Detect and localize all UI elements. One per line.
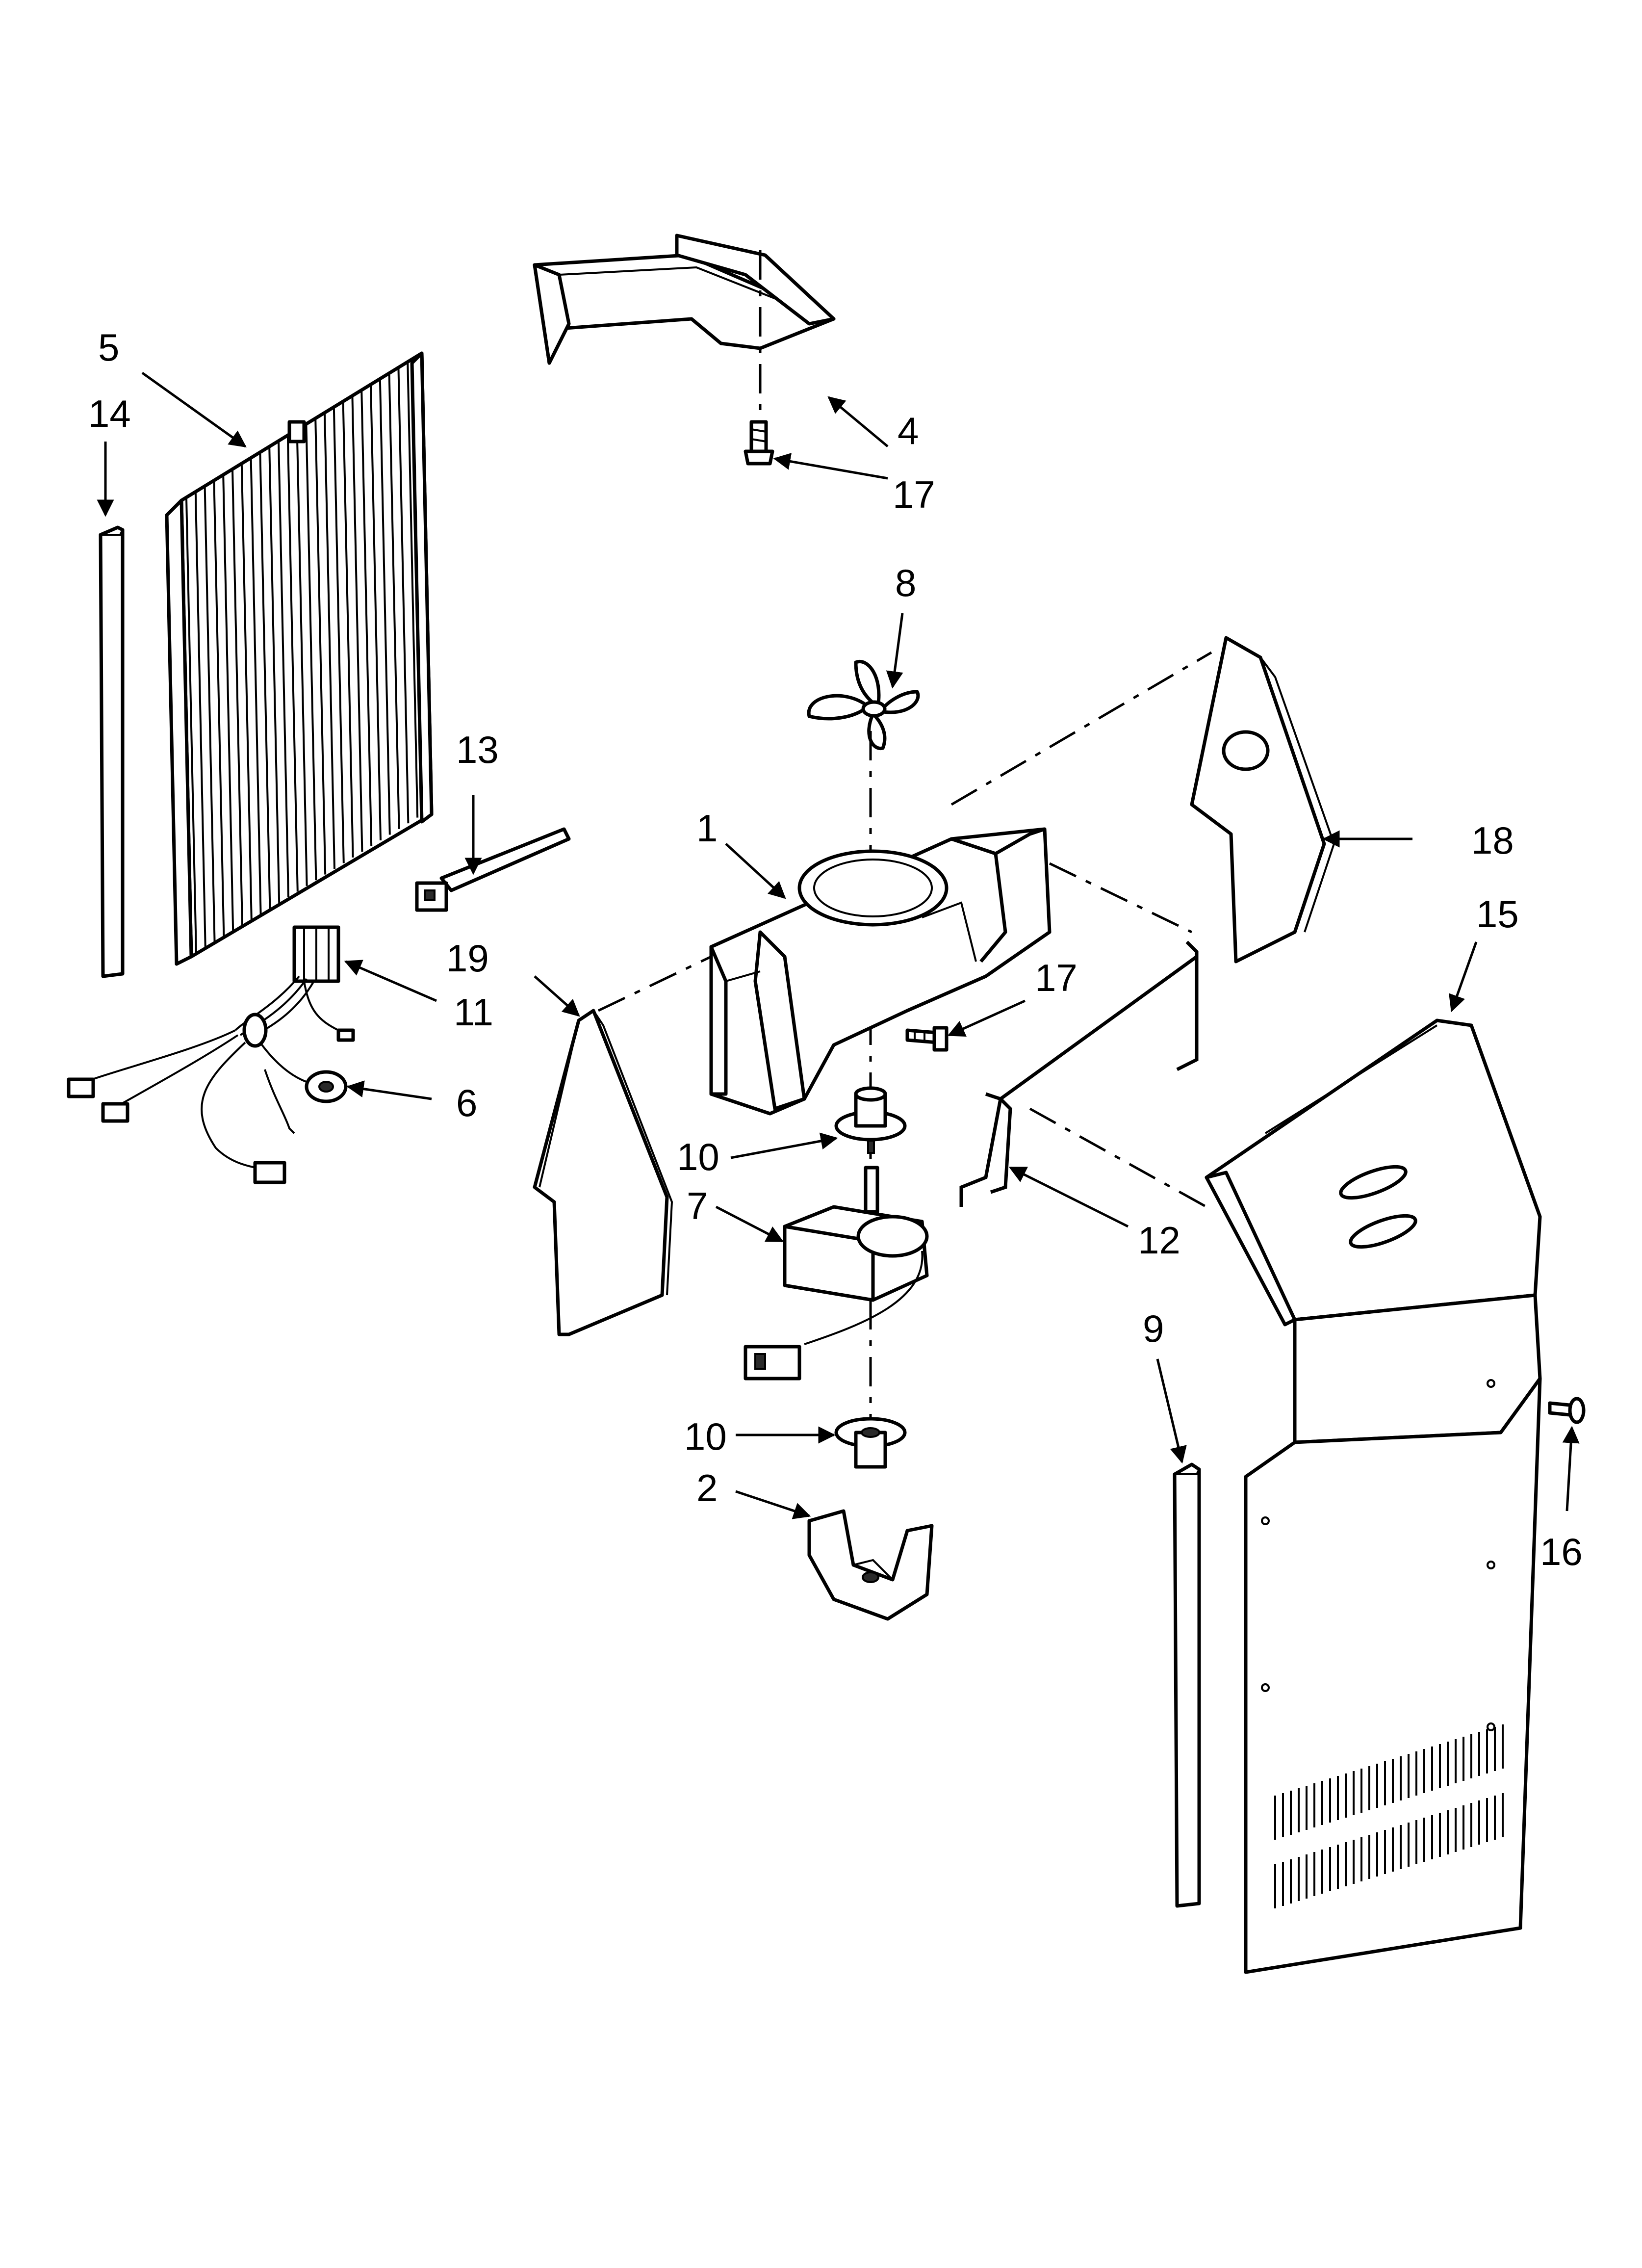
callout-4: 4 [898, 409, 919, 452]
part-13-cable-tie [415, 827, 571, 912]
callout-15: 15 [1476, 892, 1519, 936]
part-11-wire-harness [67, 925, 355, 1184]
callout-12: 12 [1138, 1219, 1180, 1262]
callout-10-lower: 10 [684, 1415, 727, 1458]
part-5-evaporator-panel [165, 351, 434, 966]
part-18-right-divider [950, 636, 1335, 964]
callout-2: 2 [696, 1466, 718, 1510]
callout-11: 11 [454, 991, 493, 1034]
callout-18: 18 [1471, 819, 1514, 862]
callout-16: 16 [1540, 1530, 1583, 1573]
part-16-screw [1548, 1397, 1586, 1424]
callout-13: 13 [456, 728, 499, 771]
part-2-motor-bracket [807, 1509, 934, 1621]
callout-17-middle: 17 [1035, 956, 1078, 999]
part-10-motor-mount-upper [834, 1086, 907, 1154]
part-6-grommet [305, 1070, 348, 1103]
callout-19: 19 [446, 937, 489, 980]
callout-6: 6 [456, 1081, 477, 1124]
callout-10-upper: 10 [677, 1135, 719, 1178]
leader-lines [97, 371, 1580, 1519]
part-1-fan-housing [709, 827, 1052, 1116]
callout-labels: 5 14 4 17 8 13 1 18 15 19 11 17 6 10 7 1… [88, 326, 1583, 1573]
part-9-foam-strip [1173, 1462, 1201, 1908]
part-14-foam-strip [99, 525, 125, 978]
callout-9: 9 [1143, 1307, 1164, 1350]
part-17-screw-top [744, 420, 774, 466]
part-8-fan-blade [807, 660, 920, 750]
part-19-left-divider [533, 955, 712, 1336]
part-12-wire-rod [959, 940, 1207, 1208]
callout-5: 5 [98, 326, 119, 369]
callout-17-top: 17 [893, 473, 935, 516]
part-10-motor-mount-lower [834, 1417, 907, 1469]
part-15-back-panel [1205, 1018, 1542, 1974]
part-7-fan-motor [744, 1166, 929, 1381]
callout-8: 8 [895, 561, 916, 604]
callout-7: 7 [687, 1184, 708, 1227]
callout-14: 14 [88, 392, 131, 435]
part-17-screw-middle [905, 1026, 949, 1052]
callout-1: 1 [696, 807, 718, 850]
part-4-duct-cover [533, 234, 836, 412]
